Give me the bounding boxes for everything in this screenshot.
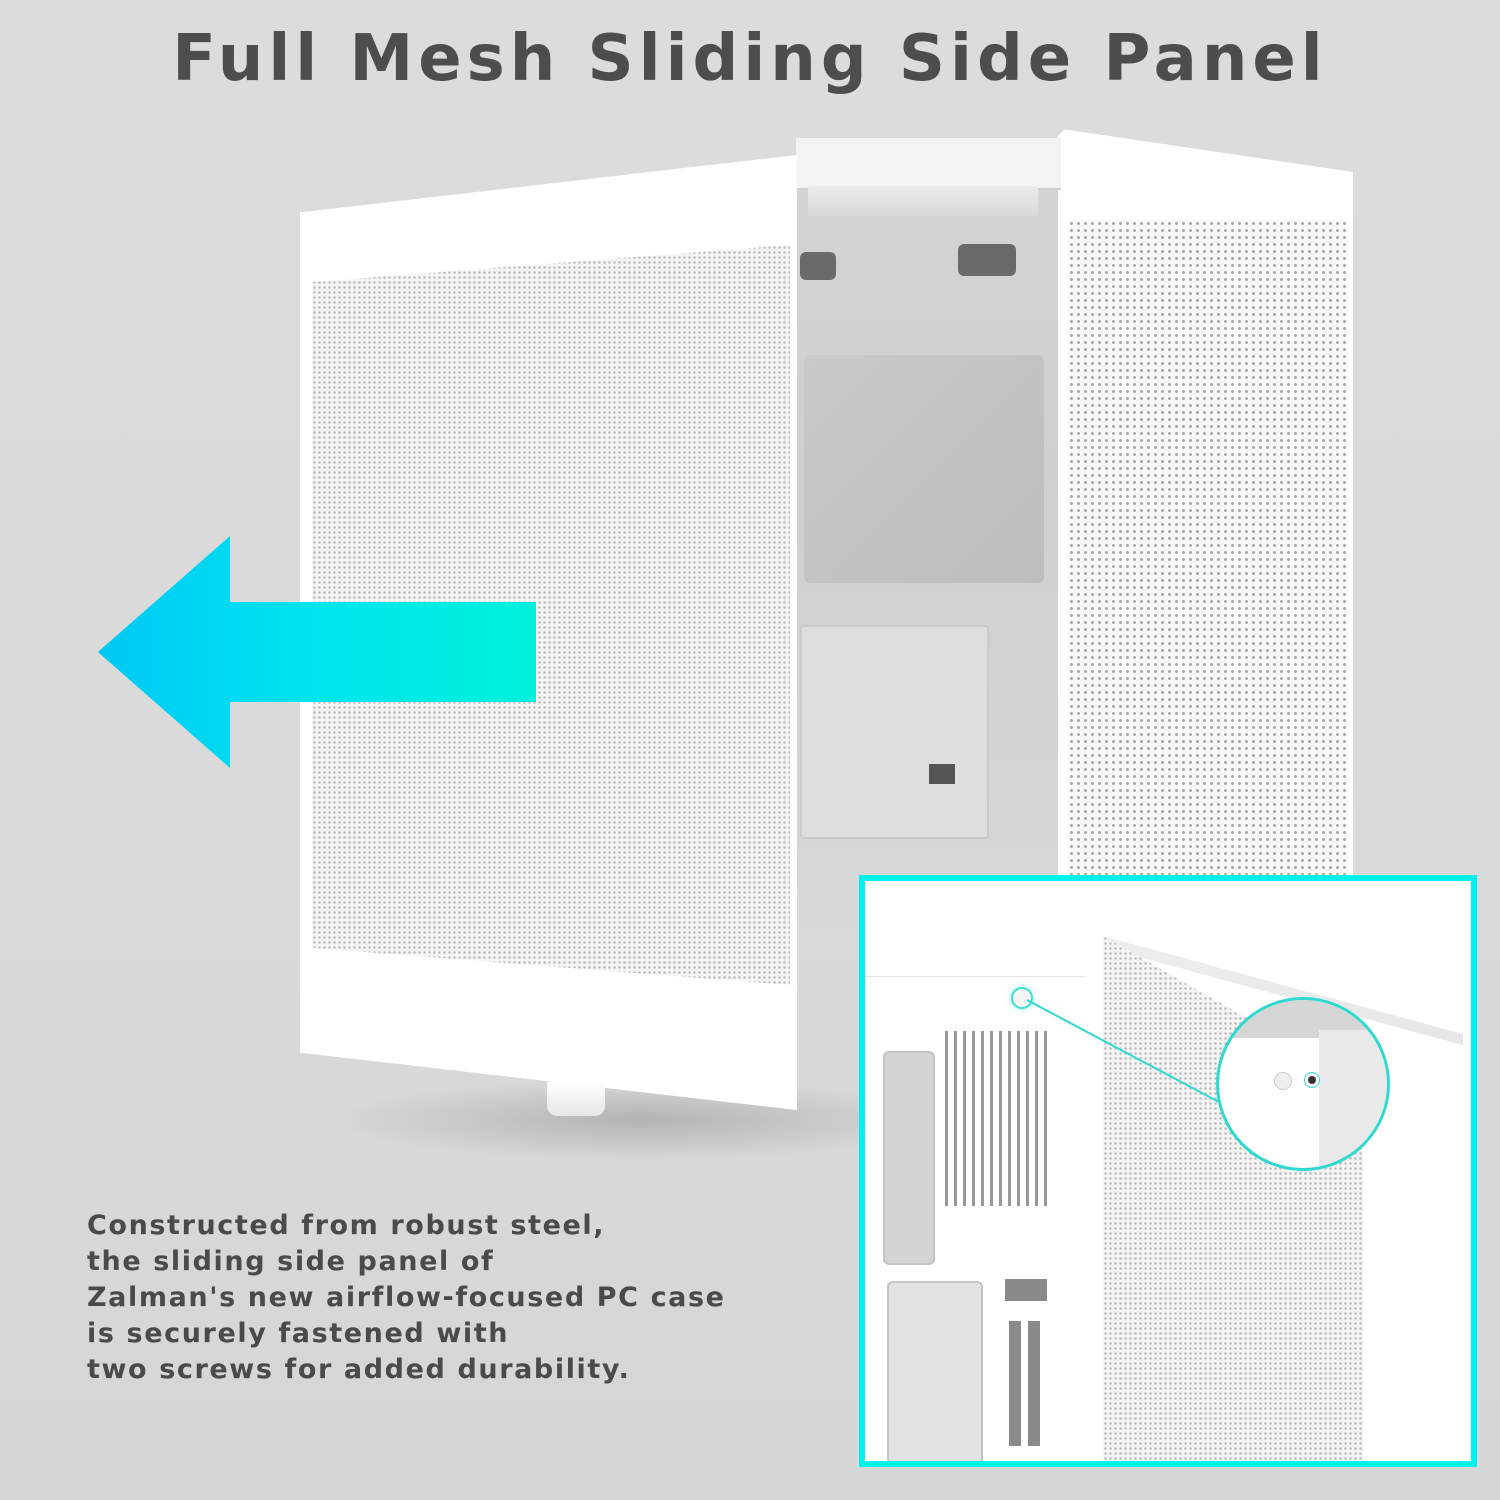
description-line: Constructed from robust steel, [87, 1210, 606, 1241]
inset-pcie-slot [1028, 1321, 1040, 1446]
drive-cage [800, 625, 989, 839]
screw-icon [1274, 1072, 1292, 1090]
arrow-left-icon [98, 536, 536, 768]
page-title: Full Mesh Sliding Side Panel [172, 22, 1328, 96]
cable-slot [800, 252, 836, 280]
description-line: the sliding side panel of [87, 1246, 495, 1277]
psu-bay [804, 355, 1044, 583]
screw-highlight-icon [1013, 989, 1031, 1007]
detail-inset [859, 875, 1477, 1467]
inset-pcie-bracket [1005, 1279, 1047, 1301]
inset-cutout [883, 1051, 935, 1265]
front-mesh-panel [1068, 220, 1348, 1000]
case-shadow [330, 1080, 950, 1160]
description-text: Constructed from robust steel, the slidi… [87, 1208, 847, 1388]
fan-icon [808, 186, 1038, 216]
description-line: two screws for added durability. [87, 1354, 631, 1385]
loupe-mesh [1319, 1030, 1387, 1168]
inset-vent [945, 1031, 1050, 1206]
inset-top-edge [865, 976, 1085, 987]
case-foot [547, 1082, 605, 1116]
inset-drive-bay [887, 1281, 983, 1461]
inset-pcie-slot [1009, 1321, 1021, 1446]
drive-cutout [929, 764, 955, 784]
top-bracket [796, 138, 1061, 190]
description-line: is securely fastened with [87, 1318, 510, 1349]
cable-slot [958, 244, 1016, 276]
description-line: Zalman's new airflow-focused PC case [87, 1282, 726, 1313]
screw-hole-icon [1308, 1076, 1316, 1084]
magnifier-callout [1216, 997, 1390, 1171]
